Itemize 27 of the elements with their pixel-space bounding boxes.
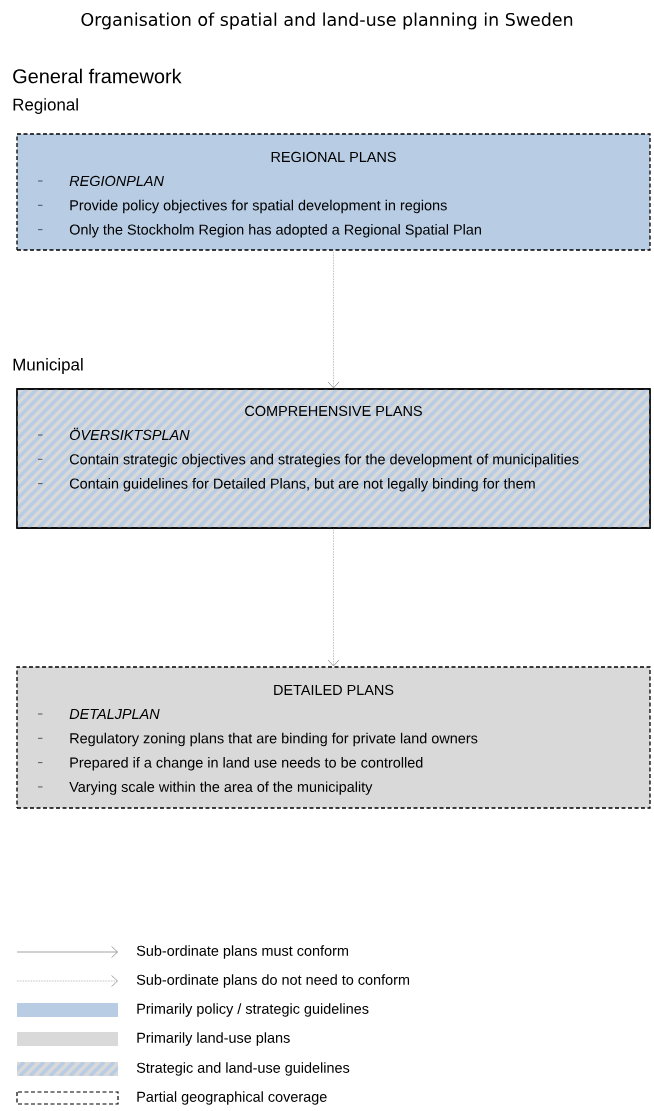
list-item: Contain guidelines for Detailed Plans, but are not legally binding for them (37, 478, 535, 492)
list-item: REGIONPLAN (37, 175, 164, 187)
list-item: Only the Stockholm Region has adopted a Regional Spatial Plan (37, 224, 481, 238)
legend-label: Sub-ordinate plans do not need to conform (136, 974, 410, 988)
plan-box (16, 666, 651, 809)
box-heading: COMPREHENSIVE PLANS (245, 405, 422, 417)
legend-label: Primarily land-use plans (137, 1032, 290, 1046)
box-heading: REGIONAL PLANS (271, 151, 396, 163)
legend-label: Sub-ordinate plans must conform (136, 945, 348, 959)
list-item: Provide policy objectives for spatial development in regions (37, 199, 447, 214)
legend-label: Primarily policy / strategic guidelines (137, 1003, 369, 1017)
plan-box (16, 133, 651, 251)
arrow (327, 250, 340, 389)
list-item: DETALJPLAN (37, 709, 160, 720)
legend-label: Strategic and land-use guidelines (136, 1062, 350, 1076)
section-heading: General framework (13, 68, 182, 84)
list-item: ÖVERSIKTSPLAN (37, 427, 190, 441)
plan-box (16, 388, 651, 529)
list-item: Contain strategic objectives and strategies for the development of municipalities (37, 453, 579, 468)
level-heading: Regional (13, 98, 78, 114)
arrow (327, 528, 340, 667)
legend-label: Partial geographical coverage (137, 1091, 327, 1105)
list-item: Regulatory zoning plans that are binding for private land owners (37, 732, 478, 747)
list-item: Varying scale within the area of the municipality (37, 781, 373, 795)
box-heading: DETAILED PLANS (274, 684, 394, 696)
title: Organisation of spatial and land-use planning in Sweden (81, 12, 573, 30)
list-item: Prepared if a change in land use needs to be controlled (37, 757, 423, 771)
